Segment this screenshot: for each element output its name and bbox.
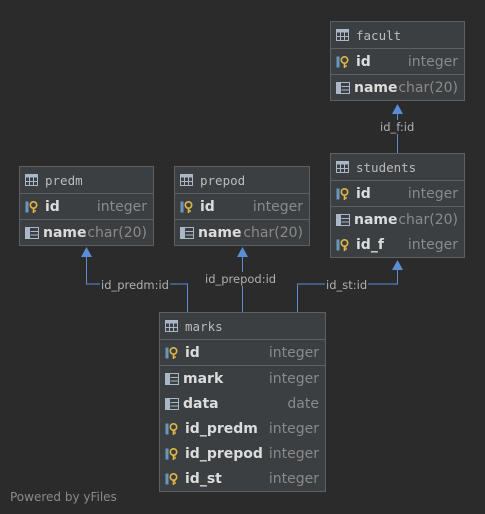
column-name: name bbox=[354, 79, 398, 96]
table-icon bbox=[336, 161, 349, 173]
arrowhead-prepod bbox=[237, 247, 248, 257]
table-marks[interactable]: marks id integer mark integer data date id_pre… bbox=[159, 312, 326, 492]
table-name: facult bbox=[356, 27, 402, 43]
arrowhead-predm bbox=[81, 247, 92, 257]
table-header: students bbox=[331, 154, 464, 181]
column-name: id bbox=[356, 185, 371, 202]
column-name: id_predm bbox=[185, 420, 258, 437]
column-row-id[interactable]: id integer bbox=[20, 194, 153, 220]
primary-key-icon bbox=[336, 187, 352, 201]
column-name: id_st bbox=[185, 470, 222, 487]
column-type: char(20) bbox=[398, 79, 458, 96]
foreign-key-icon bbox=[165, 422, 181, 436]
column-name: mark bbox=[183, 370, 224, 387]
table-header: marks bbox=[160, 313, 325, 340]
table-icon bbox=[25, 174, 38, 186]
column-type: integer bbox=[407, 53, 458, 70]
column-name: name bbox=[354, 211, 398, 228]
column-type: date bbox=[287, 395, 319, 412]
column-row-id[interactable]: id integer bbox=[331, 49, 464, 75]
primary-key-icon bbox=[165, 346, 181, 360]
column-row-id[interactable]: id integer bbox=[331, 181, 464, 207]
column-name: id bbox=[185, 344, 200, 361]
edge-label-marks-predm: id_predm:id bbox=[100, 278, 170, 292]
column-name: data bbox=[183, 395, 219, 412]
column-name: id bbox=[356, 53, 371, 70]
column-name: name bbox=[43, 224, 87, 241]
column-name: id bbox=[200, 198, 215, 215]
table-header: predm bbox=[20, 167, 153, 194]
column-type: char(20) bbox=[243, 224, 303, 241]
foreign-key-icon bbox=[336, 238, 352, 252]
column-row-id[interactable]: id integer bbox=[160, 340, 325, 366]
table-icon bbox=[336, 29, 349, 41]
column-type: char(20) bbox=[87, 224, 147, 241]
powered-by-footer: Powered by yFiles bbox=[10, 490, 117, 504]
column-icon bbox=[336, 81, 350, 94]
column-row-id[interactable]: id integer bbox=[175, 194, 309, 220]
table-name: predm bbox=[45, 172, 83, 188]
column-type: integer bbox=[252, 198, 303, 215]
column-type: integer bbox=[268, 445, 319, 462]
arrowhead-facult bbox=[392, 104, 403, 114]
column-icon bbox=[165, 397, 179, 410]
primary-key-icon bbox=[180, 200, 196, 214]
table-icon bbox=[180, 174, 193, 186]
column-row-id-f[interactable]: id_f integer bbox=[331, 232, 464, 257]
column-row-id-predm[interactable]: id_predm integer bbox=[160, 416, 325, 441]
foreign-key-icon bbox=[165, 447, 181, 461]
table-header: facult bbox=[331, 22, 464, 49]
column-row-id-st[interactable]: id_st integer bbox=[160, 466, 325, 491]
column-row-data[interactable]: data date bbox=[160, 391, 325, 416]
column-type: integer bbox=[407, 236, 458, 253]
table-icon bbox=[165, 320, 178, 332]
column-row-id-prepod[interactable]: id_prepod integer bbox=[160, 441, 325, 466]
column-name: name bbox=[198, 224, 242, 241]
edge-label-marks-prepod: id_prepod:id bbox=[204, 272, 278, 286]
edge-label-students-facult: id_f:id bbox=[379, 120, 416, 134]
column-icon bbox=[25, 226, 39, 239]
column-type: integer bbox=[268, 420, 319, 437]
column-icon bbox=[180, 226, 194, 239]
table-name: marks bbox=[185, 318, 223, 334]
arrowhead-students bbox=[392, 260, 403, 270]
column-type: integer bbox=[96, 198, 147, 215]
column-type: integer bbox=[268, 370, 319, 387]
table-name: students bbox=[356, 159, 417, 175]
column-type: integer bbox=[268, 344, 319, 361]
foreign-key-icon bbox=[165, 472, 181, 486]
column-icon bbox=[165, 372, 179, 385]
primary-key-icon bbox=[336, 55, 352, 69]
primary-key-icon bbox=[25, 200, 41, 214]
column-name: id_f bbox=[356, 236, 384, 253]
column-type: char(20) bbox=[398, 211, 458, 228]
column-row-mark[interactable]: mark integer bbox=[160, 366, 325, 391]
column-type: integer bbox=[407, 185, 458, 202]
column-icon bbox=[336, 213, 350, 226]
edge-label-marks-students: id_st:id bbox=[325, 278, 369, 292]
column-type: integer bbox=[268, 470, 319, 487]
column-name: id bbox=[45, 198, 60, 215]
table-name: prepod bbox=[200, 172, 246, 188]
column-name: id_prepod bbox=[185, 445, 263, 462]
table-header: prepod bbox=[175, 167, 309, 194]
